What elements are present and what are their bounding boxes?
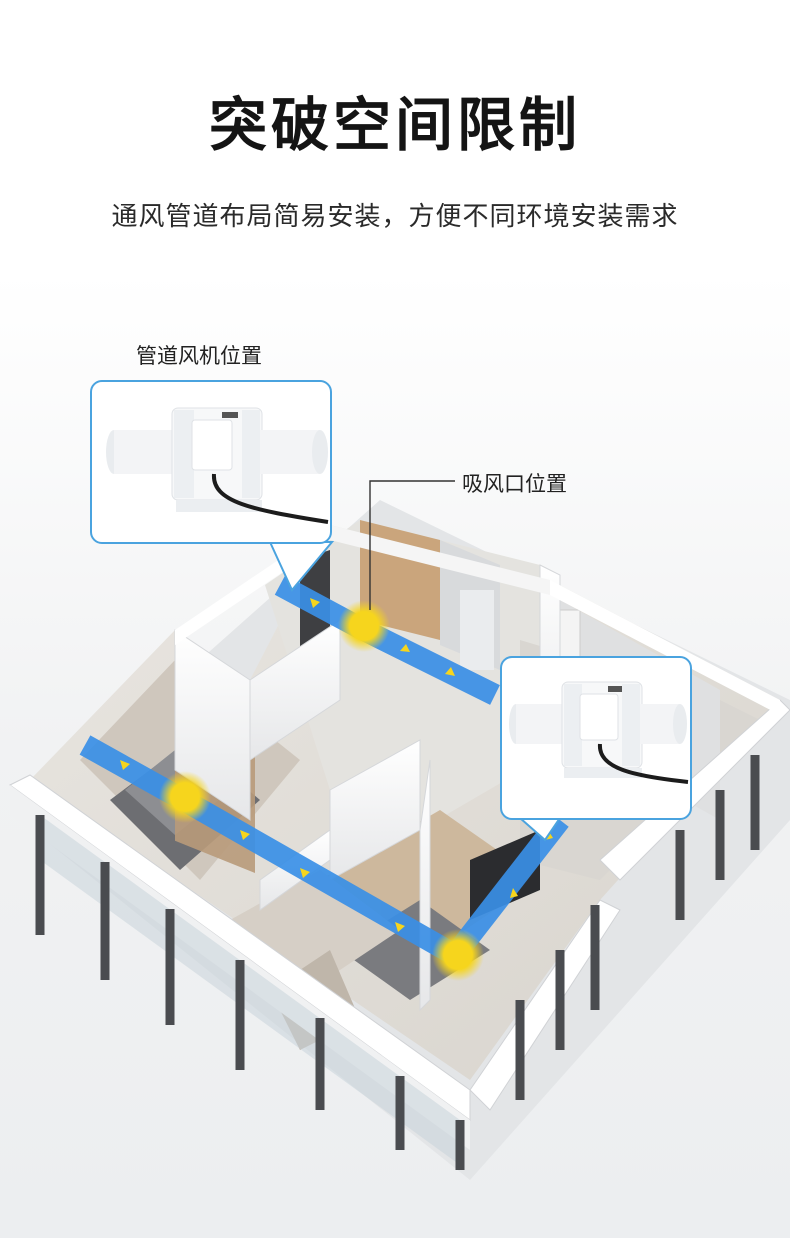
airflow-arrow-icon bbox=[395, 922, 405, 932]
airflow-arrow-icon bbox=[300, 868, 310, 878]
airflow-arrow-icon bbox=[120, 760, 130, 770]
airflow-arrow-icon bbox=[445, 667, 455, 676]
vents bbox=[159, 600, 484, 981]
airflow-arrow-icon bbox=[510, 888, 518, 898]
subheadline: 通风管道布局简易安装，方便不同环境安装需求 bbox=[111, 202, 679, 232]
inlet-position-label: 吸风口位置 bbox=[462, 472, 567, 496]
air-vent-icon bbox=[432, 929, 484, 981]
fan-callout bbox=[90, 380, 332, 544]
air-vent-icon bbox=[159, 771, 211, 823]
fan-position-label: 管道风机位置 bbox=[136, 344, 262, 368]
duct-riser bbox=[446, 813, 569, 962]
airflow-arrow-icon bbox=[310, 598, 320, 608]
windows-front bbox=[35, 755, 760, 1170]
inline-duct-fan-icon bbox=[509, 681, 689, 784]
inlet-leader-line bbox=[369, 480, 455, 610]
headline: 突破空间限制 bbox=[208, 91, 581, 159]
air-vent-icon bbox=[338, 600, 390, 652]
inline-duct-fan-icon bbox=[106, 407, 329, 524]
airflow-arrow-icon bbox=[240, 830, 250, 840]
airflow-arrow-icon bbox=[400, 644, 410, 652]
inlet-callout bbox=[500, 656, 692, 820]
